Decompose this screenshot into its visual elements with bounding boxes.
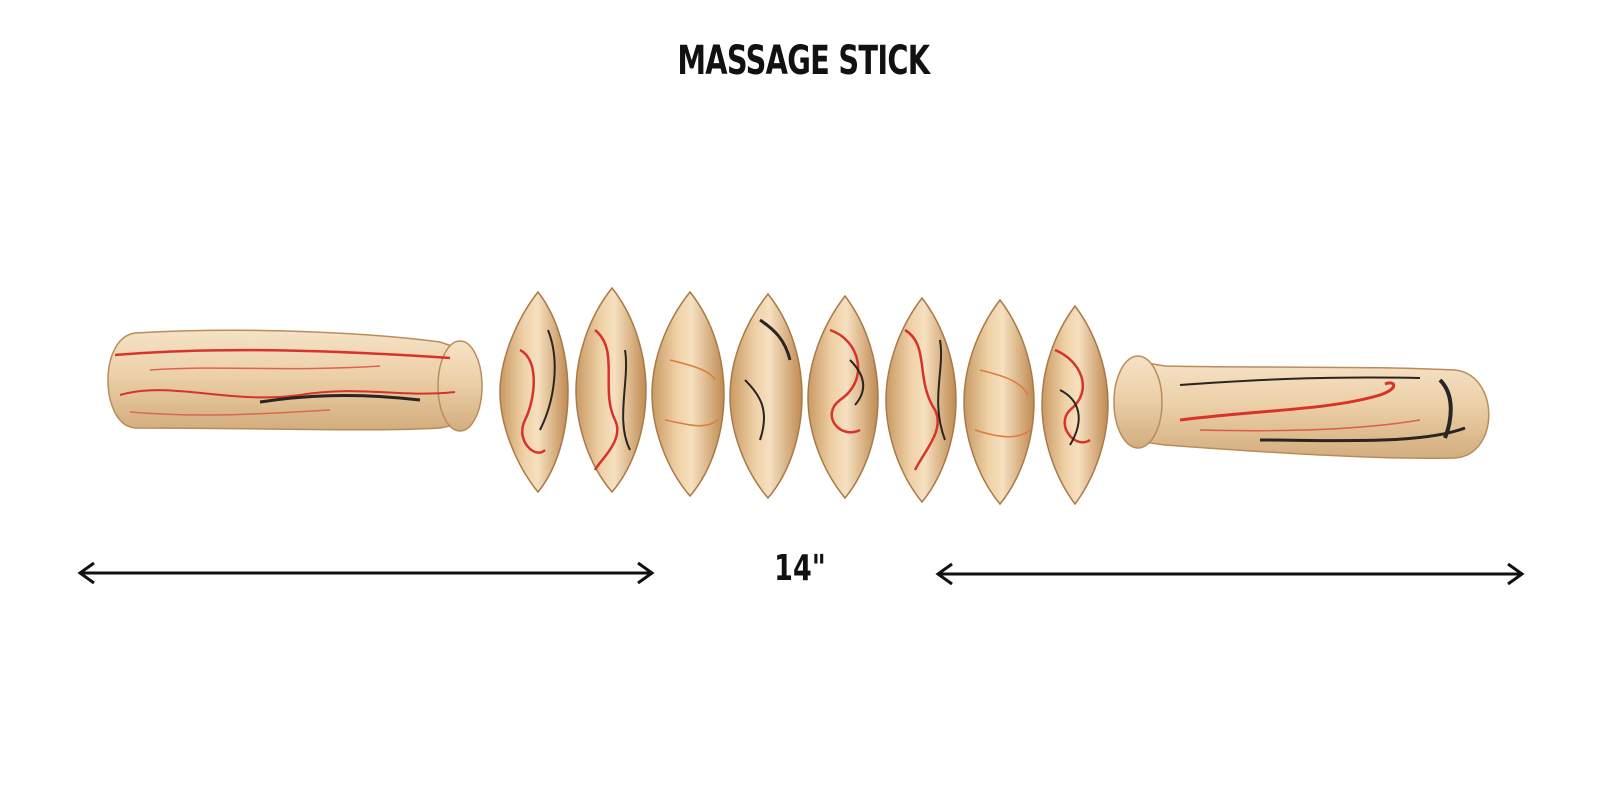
right-double-arrow-icon xyxy=(935,562,1525,586)
length-measurement-arrows xyxy=(77,561,1525,586)
product-title: MASSAGE STICK xyxy=(677,38,930,84)
roller-disc xyxy=(499,290,569,494)
roller-disc xyxy=(729,292,803,500)
length-label: 14" xyxy=(774,548,826,589)
roller-disc xyxy=(885,296,957,504)
roller-disc xyxy=(963,298,1035,506)
left-double-arrow-icon xyxy=(77,561,655,585)
roller-disc xyxy=(1041,304,1109,506)
roller-disc xyxy=(651,290,725,498)
roller-disc xyxy=(575,286,647,494)
roller-discs xyxy=(499,286,1109,506)
roller-disc xyxy=(807,294,879,500)
left-handle xyxy=(107,329,483,432)
right-handle xyxy=(1113,355,1490,460)
